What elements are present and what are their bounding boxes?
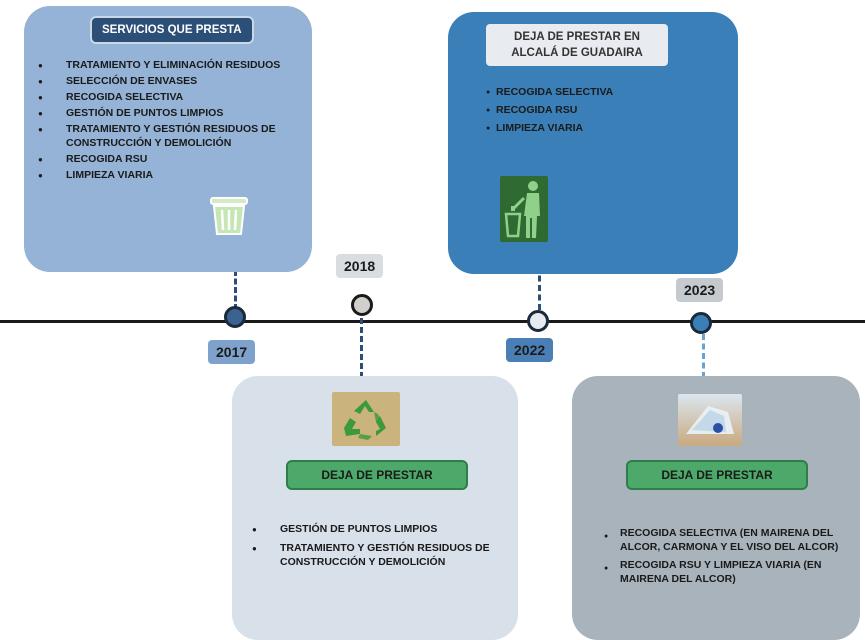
list-item: TRATAMIENTO Y GESTIÓN RESIDUOS DE CONSTR… <box>38 122 310 150</box>
timeline-node-2017 <box>224 306 246 328</box>
y2023-list: RECOGIDA SELECTIVA (EN MAIRENA DEL ALCOR… <box>604 526 858 590</box>
list-item: TRATAMIENTO Y ELIMINACIÓN RESIDUOS <box>38 58 310 73</box>
y2018-list: GESTIÓN DE PUNTOS LIMPIOS TRATAMIENTO Y … <box>252 522 514 574</box>
list-item: GESTIÓN DE PUNTOS LIMPIOS <box>252 522 514 537</box>
list-item: RECOGIDA SELECTIVA <box>38 90 310 105</box>
list-item: RECOGIDA RSU Y LIMPIEZA VIARIA (EN MAIRE… <box>604 558 858 586</box>
timeline-node-2022 <box>527 310 549 332</box>
trash-disposal-figure-icon <box>500 176 548 242</box>
list-item: RECOGIDA SELECTIVA <box>486 85 726 100</box>
timeline-node-2018 <box>351 294 373 316</box>
alcala-list: RECOGIDA SELECTIVA RECOGIDA RSU LIMPIEZA… <box>486 85 726 139</box>
connector-2018 <box>360 318 363 378</box>
list-item: RECOGIDA RSU <box>486 103 726 118</box>
list-item: LIMPIEZA VIARIA <box>486 121 726 136</box>
plastic-bottle-icon <box>678 394 742 446</box>
list-item: TRATAMIENTO Y GESTIÓN RESIDUOS DE CONSTR… <box>252 541 514 569</box>
year-label-2017: 2017 <box>208 340 256 364</box>
services-card: SERVICIOS QUE PRESTA TRATAMIENTO Y ELIMI… <box>24 6 312 272</box>
list-item: GESTIÓN DE PUNTOS LIMPIOS <box>38 106 310 121</box>
services-list: TRATAMIENTO Y ELIMINACIÓN RESIDUOS SELEC… <box>38 58 310 184</box>
year-label-2018: 2018 <box>336 254 384 278</box>
alcala-card: DEJA DE PRESTAR EN ALCALÁ DE GUADAIRA RE… <box>448 12 738 274</box>
list-item: SELECCIÓN DE ENVASES <box>38 74 310 89</box>
recycle-icon <box>332 392 400 446</box>
list-item: RECOGIDA SELECTIVA (EN MAIRENA DEL ALCOR… <box>604 526 858 554</box>
y2023-title: DEJA DE PRESTAR <box>626 460 808 490</box>
y2018-title: DEJA DE PRESTAR <box>286 460 468 490</box>
card-2018: DEJA DE PRESTAR GESTIÓN DE PUNTOS LIMPIO… <box>232 376 518 640</box>
year-label-2023: 2023 <box>676 278 724 302</box>
trash-bin-icon <box>210 197 248 235</box>
card-2023: DEJA DE PRESTAR RECOGIDA SELECTIVA (EN M… <box>572 376 860 640</box>
connector-2023 <box>702 334 705 378</box>
alcala-title: DEJA DE PRESTAR EN ALCALÁ DE GUADAIRA <box>486 24 668 66</box>
timeline-line <box>0 320 865 323</box>
list-item: LIMPIEZA VIARIA <box>38 168 310 183</box>
list-item: RECOGIDA RSU <box>38 152 310 167</box>
connector-2017 <box>234 236 237 310</box>
year-label-2022: 2022 <box>506 338 554 362</box>
services-title: SERVICIOS QUE PRESTA <box>90 16 254 44</box>
timeline-node-2023 <box>690 312 712 334</box>
